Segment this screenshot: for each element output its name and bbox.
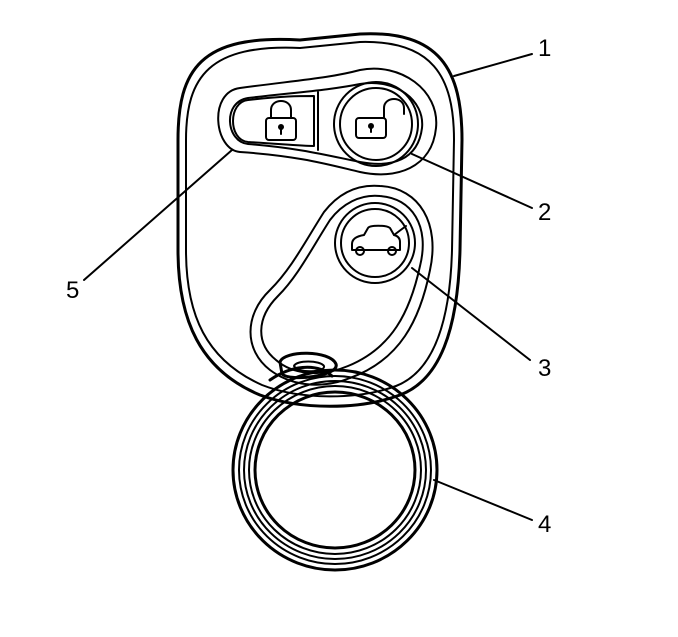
callout-5: 5 xyxy=(66,277,79,304)
fob-housing xyxy=(176,32,464,408)
callout-2: 2 xyxy=(538,199,551,226)
callout-4: 4 xyxy=(538,511,551,538)
leader-line-2 xyxy=(411,153,533,209)
callout-1: 1 xyxy=(538,35,551,62)
leader-line-3 xyxy=(411,267,531,361)
lock-button[interactable] xyxy=(232,95,315,147)
padlock-closed-icon xyxy=(265,100,297,141)
leader-line-4 xyxy=(433,479,533,521)
callout-labels: 1 2 3 4 5 xyxy=(66,35,551,538)
car-trunk-icon xyxy=(351,224,407,256)
leader-line-5 xyxy=(83,149,233,281)
padlock-open-icon xyxy=(355,98,405,139)
key-ring-hole xyxy=(278,351,338,380)
callout-3: 3 xyxy=(538,355,551,382)
trunk-button[interactable] xyxy=(334,202,416,284)
top-button-recess xyxy=(217,67,438,176)
leader-line-1 xyxy=(453,53,533,77)
key-ring xyxy=(231,365,439,572)
unlock-button[interactable] xyxy=(333,81,419,167)
leader-lines xyxy=(83,53,533,521)
